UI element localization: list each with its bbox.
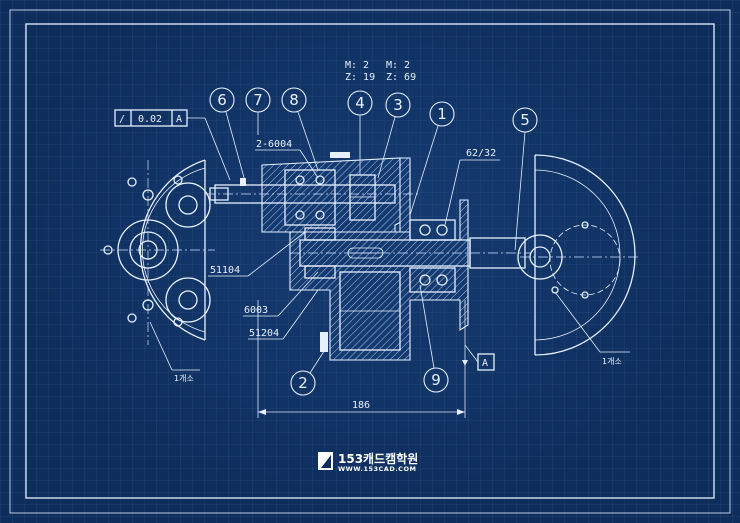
balloon-9: 9 — [419, 284, 449, 393]
svg-text:7: 7 — [253, 91, 263, 109]
balloon-8: 8 — [281, 87, 319, 171]
svg-text:8: 8 — [289, 91, 299, 109]
fit-label: 62/32 — [466, 148, 496, 159]
balloon-7: 7 — [245, 87, 271, 135]
gear-spec-left: M: 2 Z: 19 — [345, 60, 375, 83]
gear-spec-right: M: 2 Z: 69 — [386, 60, 416, 83]
count-label-left: 1개소 — [174, 373, 194, 383]
bearing-label-top: 2-6004 — [256, 139, 292, 150]
dimension-value: 186 — [352, 400, 370, 411]
academy-logo: 153캐드캠학원 WWW.153CAD.COM — [318, 451, 418, 473]
inner-border — [25, 23, 715, 499]
gear-right-teeth: Z: 69 — [386, 72, 416, 83]
svg-text:3: 3 — [393, 96, 403, 114]
svg-text:9: 9 — [431, 371, 441, 389]
svg-text:1: 1 — [437, 105, 447, 123]
balloon-1: 1 — [409, 101, 455, 216]
dimension-186: 186 — [257, 300, 466, 418]
tolerance-symbol: / — [119, 114, 125, 125]
datum-marker: A — [462, 344, 495, 371]
bearing-label-51204: 51204 — [249, 328, 279, 339]
balloon-4: 4 — [347, 90, 373, 175]
balloon-5: 5 — [512, 107, 538, 251]
bearing-label-51104: 51104 — [210, 265, 240, 276]
count-label-right: 1개소 — [602, 356, 622, 366]
svg-text:4: 4 — [355, 94, 365, 112]
logo-title: 153캐드캠학원 — [338, 451, 418, 466]
svg-text:5: 5 — [520, 111, 530, 129]
balloon-6: 6 — [209, 87, 247, 186]
logo-icon — [321, 455, 331, 468]
left-side-view: 1개소 — [100, 159, 215, 383]
gear-right-module: M: 2 — [386, 60, 410, 71]
balloon-2: 2 — [290, 344, 329, 396]
svg-text:6: 6 — [217, 91, 227, 109]
outer-border — [9, 9, 731, 514]
logo-url: WWW.153CAD.COM — [338, 465, 416, 473]
balloon-3: 3 — [377, 92, 411, 179]
bearing-label-6003: 6003 — [244, 305, 268, 316]
tolerance-value: 0.02 — [138, 114, 162, 125]
gear-left-module: M: 2 — [345, 60, 369, 71]
tolerance-frame: / 0.02 A — [114, 109, 231, 181]
main-section-view — [205, 152, 530, 361]
right-side-view: 1개소 — [517, 154, 640, 366]
svg-text:2: 2 — [298, 374, 308, 392]
tolerance-datum: A — [176, 114, 182, 125]
gear-left-teeth: Z: 19 — [345, 72, 375, 83]
datum-label: A — [482, 358, 488, 369]
